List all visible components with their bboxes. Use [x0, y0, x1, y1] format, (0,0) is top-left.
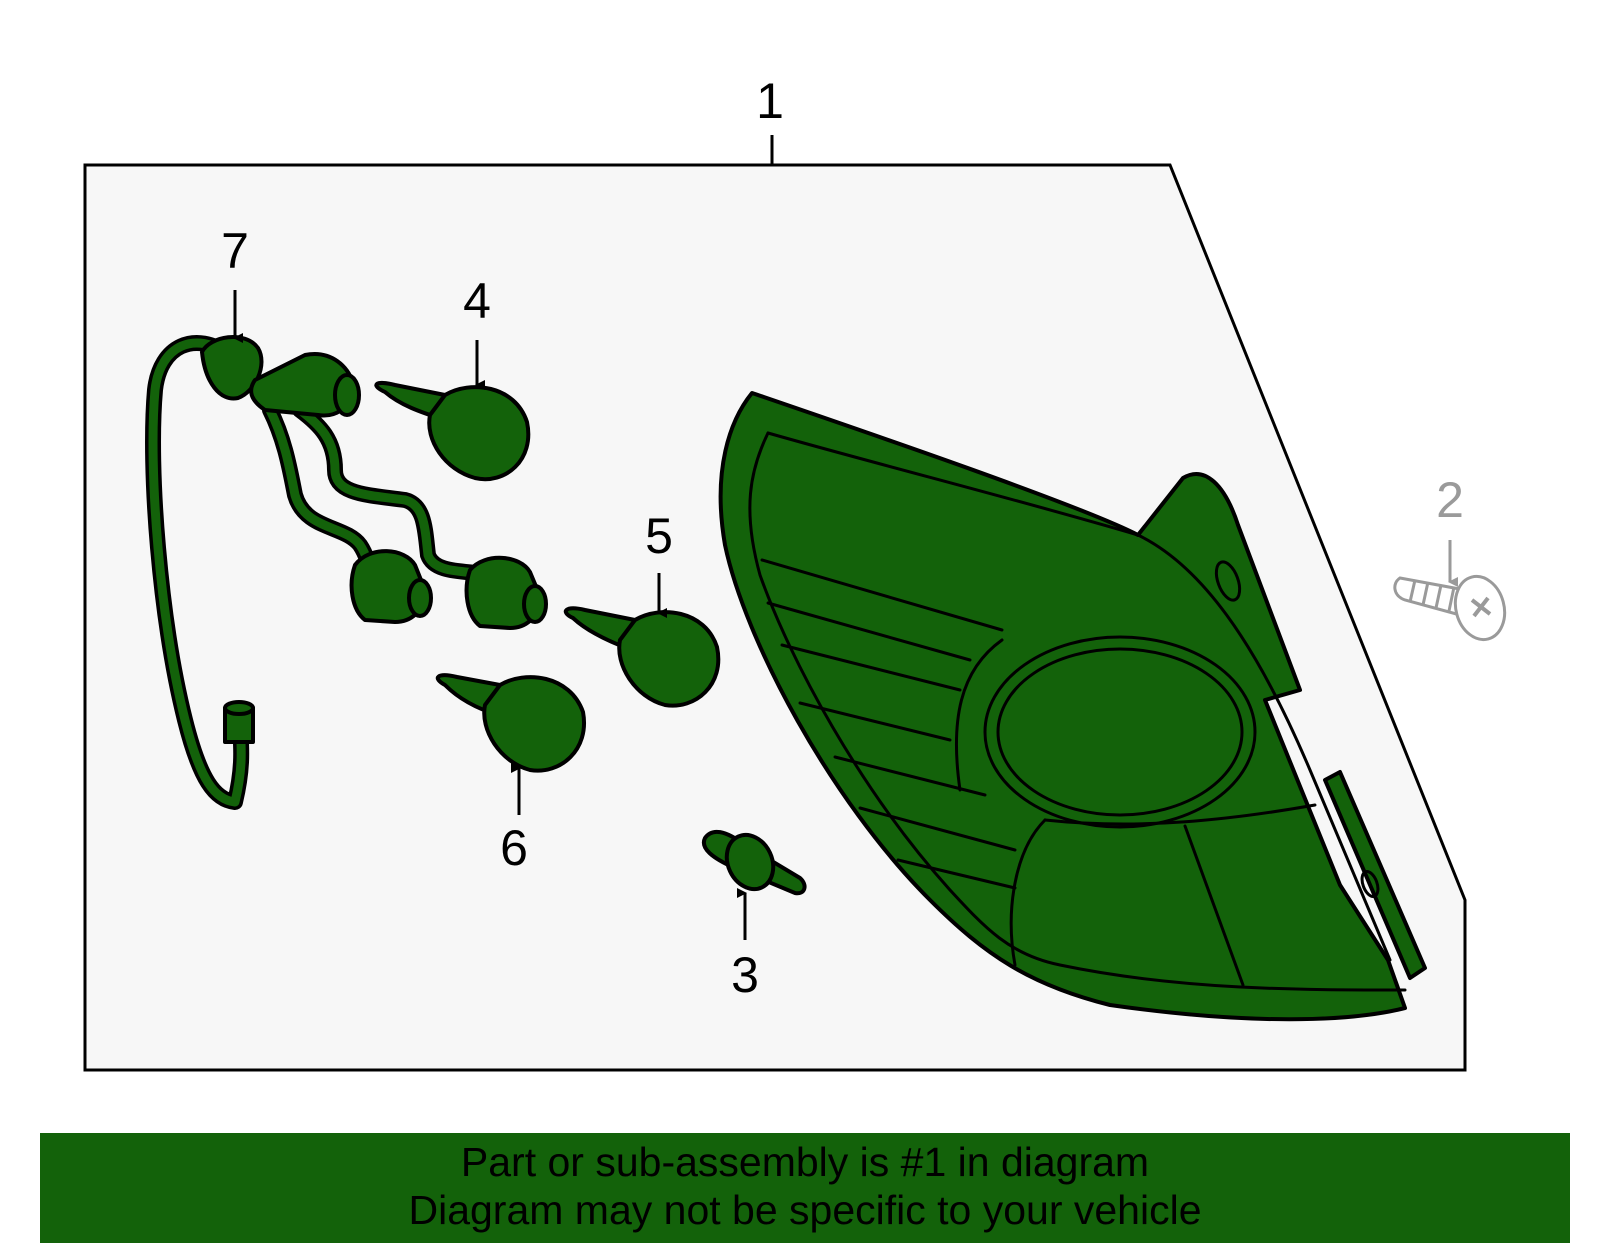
- bulb-socket-4[interactable]: [374, 381, 531, 482]
- footer-line-1: Part or sub-assembly is #1 in diagram: [460, 1139, 1150, 1185]
- screw-fastener[interactable]: [1393, 571, 1512, 645]
- push-pin-retainer[interactable]: [701, 827, 807, 896]
- footer-line-2: Diagram may not be specific to your vehi…: [408, 1187, 1202, 1233]
- bulb-socket-5[interactable]: [563, 606, 721, 708]
- callout-3[interactable]: 3: [731, 947, 759, 1003]
- callout-4[interactable]: 4: [463, 273, 491, 329]
- footer-banner: Part or sub-assembly is #1 in diagram Di…: [40, 1133, 1570, 1243]
- wiring-harness[interactable]: [145, 334, 548, 810]
- callout-6[interactable]: 6: [500, 820, 528, 876]
- callout-5[interactable]: 5: [645, 508, 673, 564]
- callout-7[interactable]: 7: [221, 223, 249, 279]
- bulb-socket-6[interactable]: [435, 673, 587, 773]
- tail-lamp-housing[interactable]: [718, 391, 1427, 1022]
- callout-1[interactable]: 1: [756, 73, 784, 129]
- callout-2[interactable]: 2: [1436, 472, 1464, 528]
